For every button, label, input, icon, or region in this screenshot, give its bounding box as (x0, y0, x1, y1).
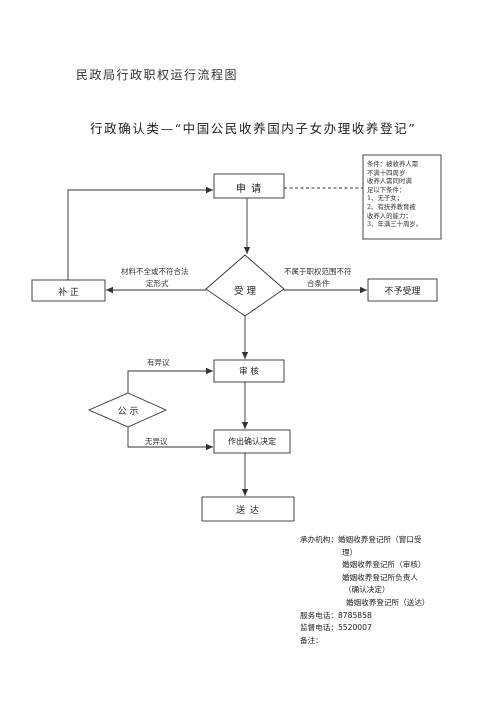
condition-line: 3、年满三十周岁。 (367, 220, 423, 229)
publicize-objection (127, 367, 213, 393)
accept-label: 受 理 (233, 286, 257, 297)
supplement-to-apply (67, 186, 213, 280)
org-label: 承办机构： (300, 535, 338, 544)
footer-info: 承办机构：婚姻收养登记所（窗口受 理） 婚姻收养登记所（审核） 婚姻收养登记所负… (300, 534, 430, 647)
apply-label: 申 请 (235, 184, 263, 195)
condition-line: 条件：被收养人需 (367, 160, 419, 168)
decide-box (213, 429, 291, 454)
page-title: 民政局行政职权运行流程图 (76, 68, 239, 82)
org-deliver: 婚姻收养登记所（送达） (346, 597, 430, 607)
supplement-label: 补 正 (58, 288, 79, 298)
deliver-box (201, 496, 295, 522)
page-subtitle: 行政确认类—“中国公民收养国内子女办理收养登记” (90, 121, 417, 136)
conditions-box (362, 154, 442, 240)
org-head: 婚姻收养登记所负责人 (342, 572, 418, 582)
supplement-box (31, 279, 106, 302)
publicize-label: 公 示 (117, 407, 139, 417)
condition-line: 收养人需同时满 (367, 177, 412, 186)
publicize-no-objection (127, 427, 213, 451)
edge-label-out-of-scope-1: 不属于职权范围不符 (284, 267, 352, 276)
condition-line: 收养人的能力； (367, 211, 412, 220)
condition-line: 2、有抚养教育被 (367, 202, 416, 211)
review-label: 审 核 (239, 367, 259, 377)
org-window-accept: 婚姻收养登记所（窗口受 (337, 535, 422, 544)
org-head-cont: （确认决定） (344, 585, 390, 595)
conditions-text: 条件：被收养人需 不满十四周岁 收养人需同时满 足以下条件： 1、无子女； 2、… (367, 160, 437, 229)
decide-label: 作出确认决定 (228, 437, 276, 446)
review-box (213, 359, 285, 383)
service-phone: 服务电话：8785858 (300, 610, 372, 620)
footer-org-row-1: 承办机构：婚姻收养登记所（窗口受 (300, 534, 430, 547)
condition-line: 不满十四周岁 (367, 168, 406, 177)
deliver-label: 送 达 (236, 506, 260, 516)
edge-label-incomplete-2: 定形式 (146, 279, 169, 288)
org-window-accept-cont: 理） (342, 547, 358, 557)
edge-label-incomplete-1: 材料不全或不符合法 (121, 267, 189, 276)
apply-box (213, 173, 285, 199)
org-review: 婚姻收养登记所（审核） (342, 560, 426, 570)
edge-label-objection: 有异议 (147, 358, 170, 367)
edge-label-no-objection: 无异议 (145, 437, 168, 446)
supervise-phone: 监督电话：5520007 (300, 623, 372, 633)
reject-label: 不予受理 (384, 287, 421, 297)
reject-box (367, 278, 438, 302)
condition-line: 足以下条件： (367, 185, 406, 194)
edge-label-out-of-scope-2: 合条件 (307, 279, 330, 288)
remark: 备注： (300, 635, 323, 645)
condition-line: 1、无子女； (367, 194, 404, 203)
